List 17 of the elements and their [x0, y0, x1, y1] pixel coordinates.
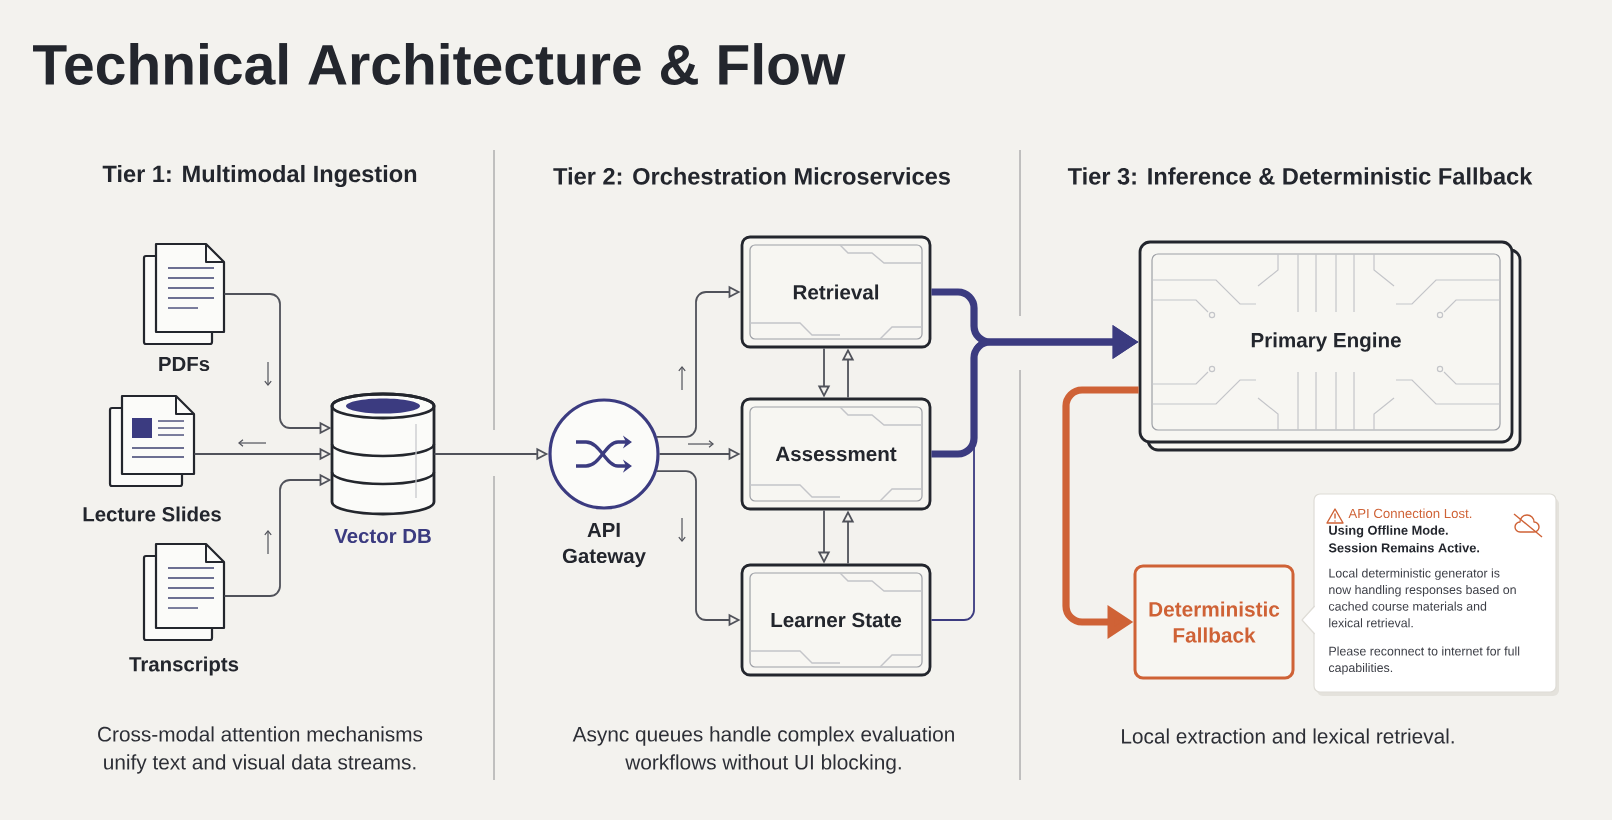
- node-caption: Vector DB: [334, 528, 431, 544]
- node-caption: PDFs: [159, 356, 210, 372]
- node-caption: Lecture Slides: [83, 506, 221, 522]
- service-box: Learner State: [740, 563, 932, 677]
- tier-heading: Tier 1: Multimodal Ingestion: [102, 164, 417, 188]
- diagram-title: Technical Architecture & Flow: [33, 43, 846, 85]
- service-box: Assessment: [740, 397, 932, 511]
- engine-box: Primary Engine: [1138, 240, 1522, 452]
- node-caption: API Gateway: [562, 522, 646, 568]
- service-box: Retrieval: [740, 235, 932, 349]
- tier-heading: Tier 3: Inference & Deterministic Fallback: [1067, 167, 1533, 185]
- tier-caption: Async queues handle complex evaluation workflows without UI blocking.: [572, 726, 954, 774]
- fallback-box: Deterministic Fallback: [1133, 564, 1295, 680]
- tier-caption: Cross-modal attention mechanisms unify text and visual data streams.: [98, 726, 423, 774]
- tier-caption: Local extraction and lexical retrieval.: [1122, 728, 1454, 744]
- node-caption: Transcripts: [129, 656, 239, 676]
- tier-heading: Tier 2: Orchestration Microservices: [553, 167, 950, 185]
